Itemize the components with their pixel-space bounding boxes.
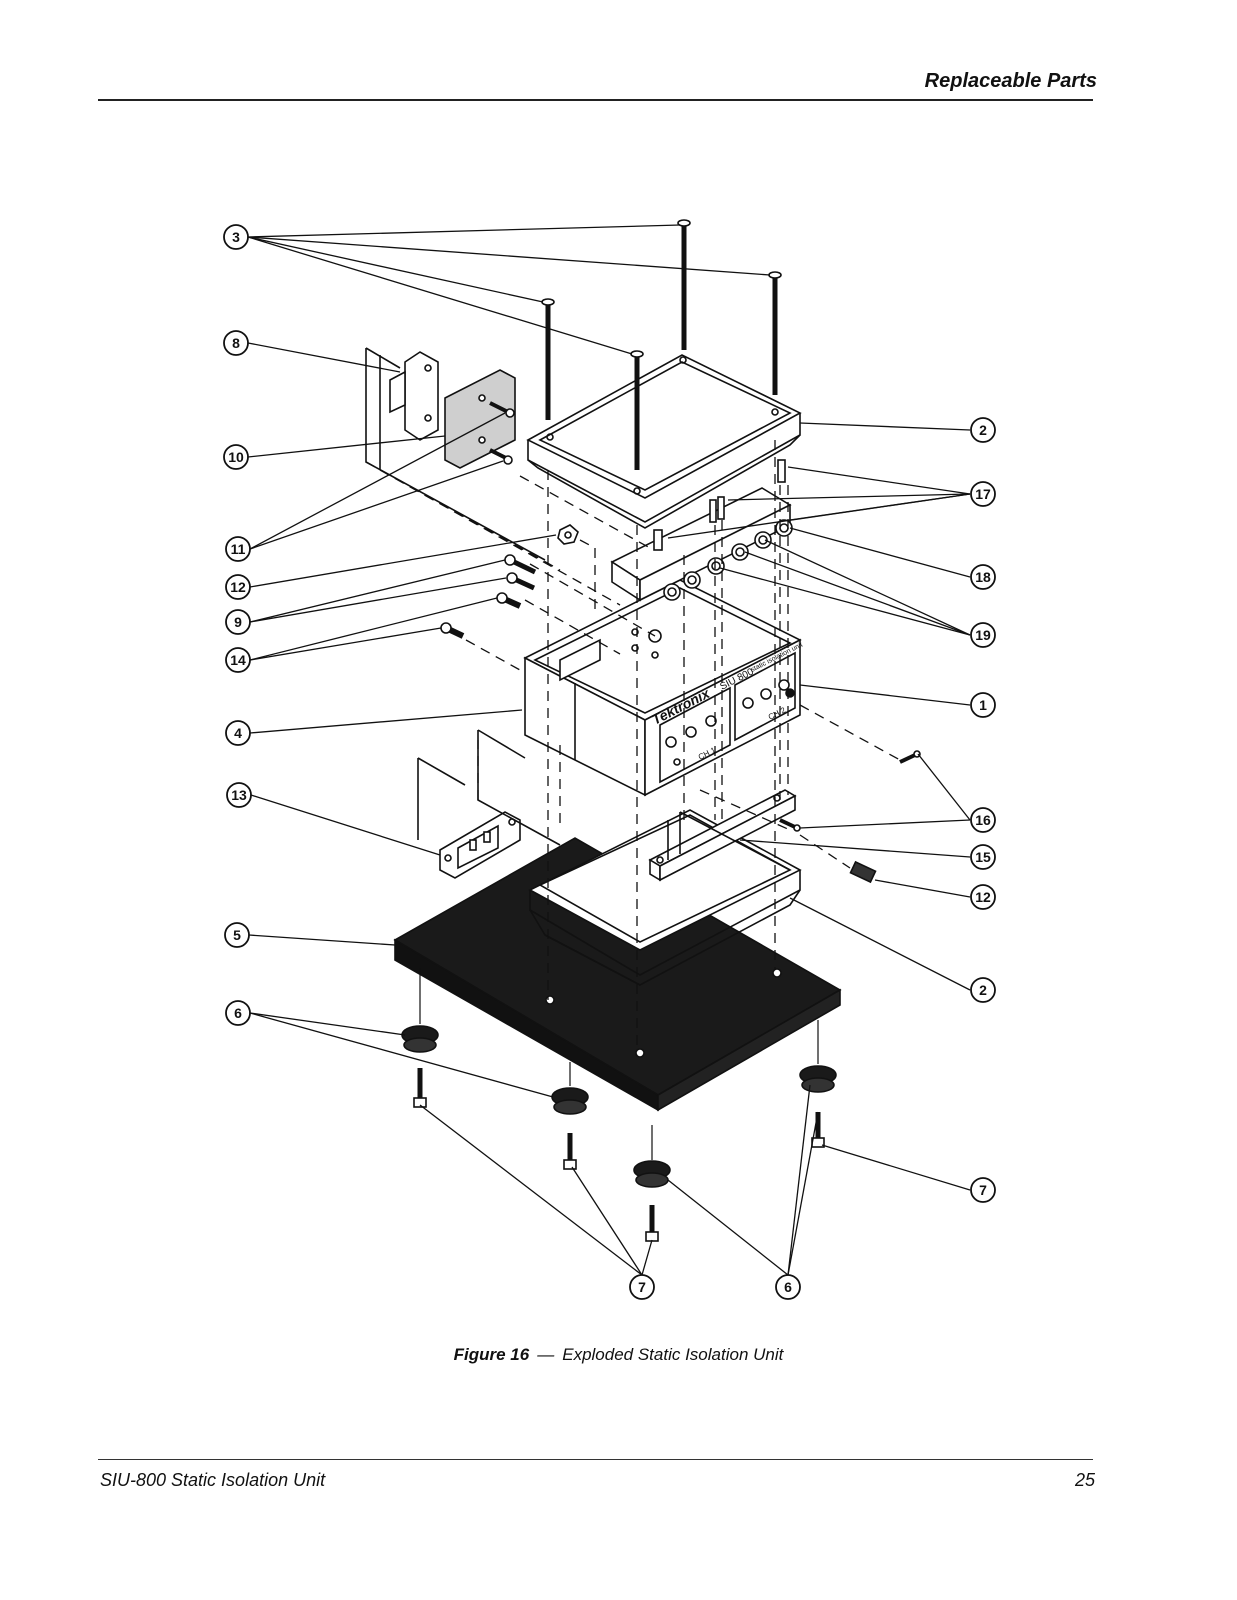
screw-16 [779, 750, 921, 832]
screw-14 [440, 592, 522, 639]
figure-label: Figure 16 [453, 1345, 530, 1364]
header-rule [98, 99, 1093, 101]
long-screw [768, 271, 782, 395]
page-number: 25 [1074, 1470, 1095, 1490]
callout-17: 17 [975, 486, 991, 502]
foot-screw [645, 1205, 659, 1242]
document-title: SIU-800 Static Isolation Unit [100, 1470, 326, 1490]
figure-caption: Figure 16 — Exploded Static Isolation Unit [0, 1345, 1237, 1365]
foot [401, 1025, 439, 1053]
base-plate [393, 837, 842, 1112]
small-screw [489, 401, 515, 465]
screw-9 [504, 554, 537, 591]
foot [551, 1087, 589, 1115]
callout-19: 19 [975, 627, 991, 643]
nut [557, 524, 579, 545]
callout-13: 13 [231, 787, 247, 803]
figure-separator: — [537, 1345, 555, 1364]
callout-18: 18 [975, 569, 991, 585]
power-connector [439, 811, 521, 879]
callout-10: 10 [228, 449, 244, 465]
foot-screw [811, 1112, 825, 1148]
long-screw [541, 298, 555, 420]
callout-16: 16 [975, 812, 991, 828]
callout-7-right: 7 [979, 1182, 987, 1198]
callout-12-right: 12 [975, 889, 991, 905]
foot-screw [563, 1133, 577, 1170]
callout-11: 11 [231, 541, 246, 557]
bnc-connector [849, 860, 877, 884]
callout-4: 4 [234, 725, 242, 741]
callout-7-bottom: 7 [638, 1279, 646, 1295]
callout-2-lower: 2 [979, 982, 987, 998]
callout-1: 1 [979, 697, 987, 713]
callout-8: 8 [232, 335, 240, 351]
main-housing [523, 579, 802, 797]
callout-9: 9 [234, 614, 242, 630]
dotted-plate [444, 369, 516, 469]
standoff [653, 459, 786, 551]
mounting-bracket [389, 351, 439, 441]
callout-15: 15 [975, 849, 991, 865]
figure-title: Exploded Static Isolation Unit [562, 1345, 784, 1364]
callout-6: 6 [234, 1005, 242, 1021]
callout-12: 12 [230, 579, 246, 595]
section-title: Replaceable Parts [924, 70, 1097, 92]
callout-labels: 3 8 10 11 12 9 14 4 13 5 6 2 17 18 19 1 … [228, 229, 991, 1295]
callout-5: 5 [233, 927, 241, 943]
callout-2: 2 [979, 422, 987, 438]
callout-6-bottom: 6 [784, 1279, 792, 1295]
bracket-bar [648, 789, 797, 882]
footer-rule [98, 1459, 1093, 1460]
long-screw [677, 219, 691, 350]
callout-14: 14 [230, 652, 246, 668]
foot [799, 1065, 837, 1093]
foot [633, 1160, 671, 1188]
callout-3: 3 [232, 229, 240, 245]
bnc-jack [663, 519, 793, 601]
connector-block [610, 487, 792, 602]
foot-screw [413, 1068, 427, 1108]
